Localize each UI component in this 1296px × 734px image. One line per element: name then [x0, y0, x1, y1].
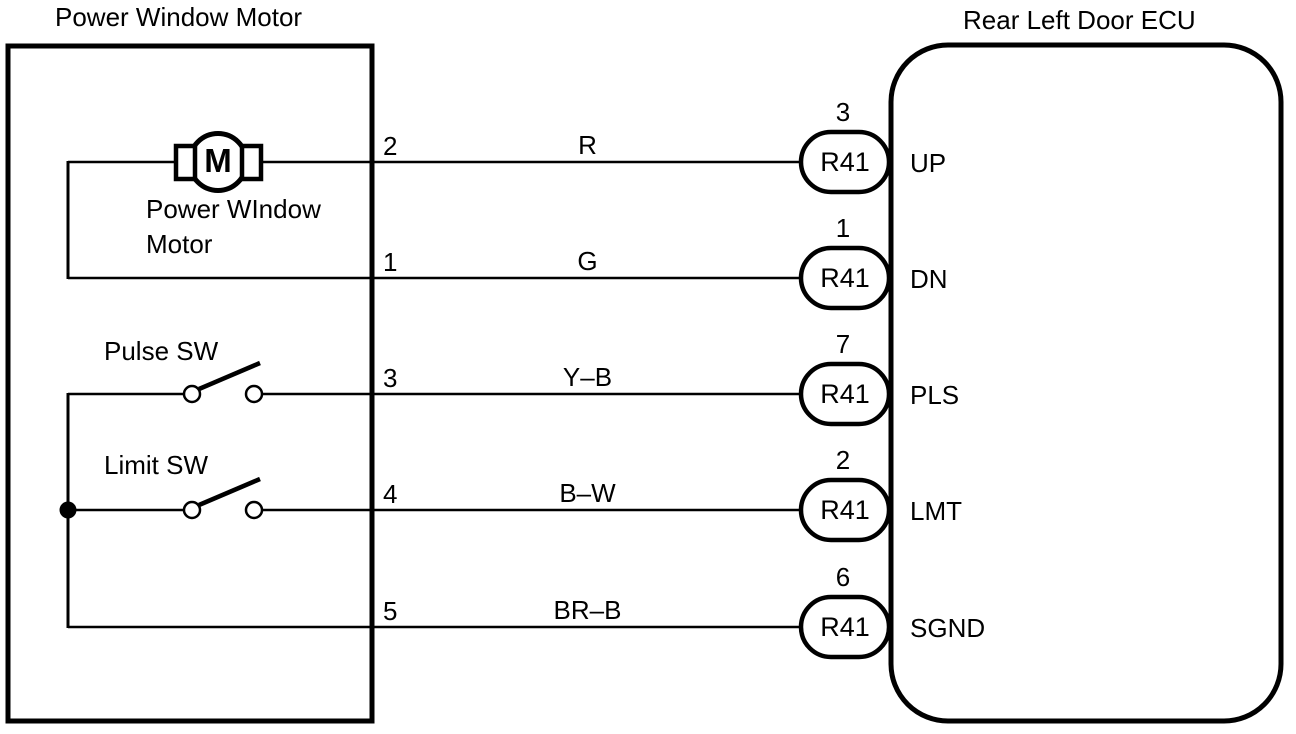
left-box-title: Power Window Motor: [55, 2, 303, 32]
ecu-signal-label: LMT: [910, 496, 962, 526]
pulse-switch-contact-right: [244, 384, 264, 404]
ecu-pin-label: 1: [835, 213, 851, 243]
connector-oval-lmt: [798, 477, 892, 543]
motor-pin-label: 2: [383, 131, 398, 161]
power-window-motor-box: [5, 43, 375, 724]
ecu-pin-label: 3: [835, 97, 851, 127]
ecu-signal-label: UP: [910, 148, 947, 178]
motor-pin-label: 1: [383, 247, 398, 277]
motor-brush-left: [173, 143, 198, 182]
connector-oval-sgnd: [798, 594, 892, 660]
connector-label: R41: [820, 612, 870, 642]
limit-switch-contact-left: [182, 500, 202, 520]
motor-label-line2: Motor: [146, 229, 213, 259]
motor-brush-right: [239, 143, 264, 182]
connector-oval-pls: [798, 361, 892, 427]
connector-label: R41: [820, 379, 870, 409]
wire-color-label: B–W: [559, 478, 616, 508]
wire-color-label: Y–B: [562, 362, 613, 392]
ecu-box: [888, 42, 1284, 724]
limit-switch-blade: [198, 476, 261, 508]
connector-label: R41: [820, 495, 870, 525]
connector-oval-dn: [798, 245, 892, 311]
pulse-switch-label: Pulse SW: [104, 336, 219, 366]
motor-pin-label: 4: [383, 479, 398, 509]
motor-label-line1: Power WIndow: [146, 194, 321, 224]
connector-label: R41: [820, 147, 870, 177]
connector-label: R41: [820, 263, 870, 293]
pulse-switch-blade: [198, 360, 261, 392]
junction-dot: [59, 501, 77, 519]
connector-oval-up: [798, 129, 892, 195]
ecu-signal-label: PLS: [910, 380, 960, 410]
limit-switch-contact-right: [244, 500, 264, 520]
right-box-title: Rear Left Door ECU: [963, 5, 1196, 35]
ecu-pin-label: 7: [835, 329, 851, 359]
ecu-signal-label: SGND: [910, 613, 986, 643]
ecu-signal-label: DN: [910, 264, 948, 294]
wire-color-label: R: [578, 130, 597, 160]
ecu-pin-label: 2: [835, 445, 851, 475]
wire-color-label: BR–B: [553, 595, 622, 625]
limit-switch-label: Limit SW: [104, 450, 208, 480]
wire-color-label: G: [577, 246, 598, 276]
motor-symbol-letter: M: [204, 142, 232, 179]
motor-pin-label: 5: [383, 596, 398, 626]
pulse-switch-contact-left: [182, 384, 202, 404]
motor-pin-label: 3: [383, 363, 398, 393]
ecu-pin-label: 6: [835, 562, 851, 592]
